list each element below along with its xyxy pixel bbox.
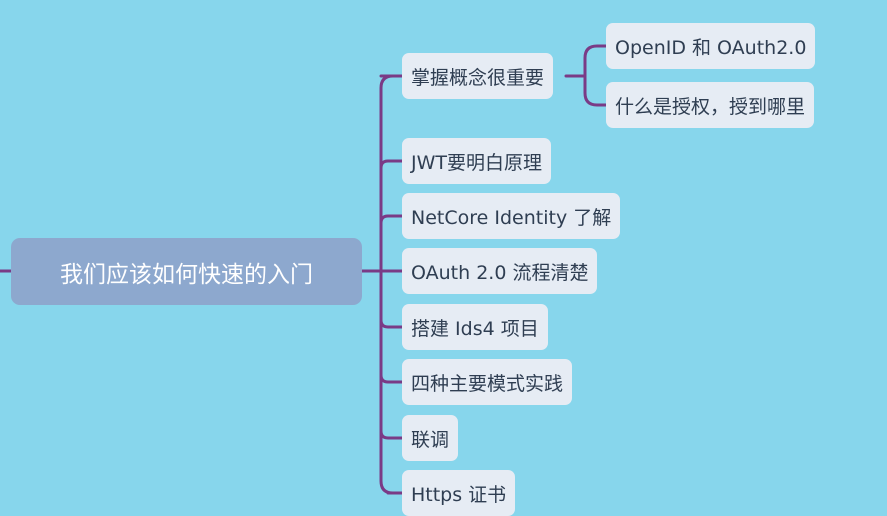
- branch-connector-6: [379, 373, 404, 384]
- child-node-jwt[interactable]: JWT要明白原理: [402, 138, 551, 184]
- branch-connector-5: [379, 318, 404, 329]
- child-node-oauth-flow[interactable]: OAuth 2.0 流程清楚: [402, 248, 598, 294]
- child-node-four-modes[interactable]: 四种主要模式实践: [402, 359, 573, 405]
- branch-connector-3: [379, 214, 404, 225]
- child-node-integration[interactable]: 联调: [402, 415, 459, 461]
- child-node-concepts[interactable]: 掌握概念很重要: [402, 53, 554, 99]
- child-node-ids4-project[interactable]: 搭建 Ids4 项目: [402, 304, 548, 350]
- leaf-node-openid-oauth[interactable]: OpenID 和 OAuth2.0: [606, 23, 816, 69]
- branch-connector-7: [379, 429, 404, 440]
- leaf-connector-group: [564, 44, 608, 107]
- leaf-node-what-is-authorization[interactable]: 什么是授权，授到哪里: [606, 82, 815, 128]
- child-node-netcore-identity[interactable]: NetCore Identity 了解: [402, 193, 621, 239]
- root-node[interactable]: 我们应该如何快速的入门: [11, 238, 362, 305]
- branch-connector-2: [379, 159, 404, 170]
- child-node-https-cert[interactable]: Https 证书: [402, 470, 516, 516]
- children-trunk-line: [379, 74, 395, 495]
